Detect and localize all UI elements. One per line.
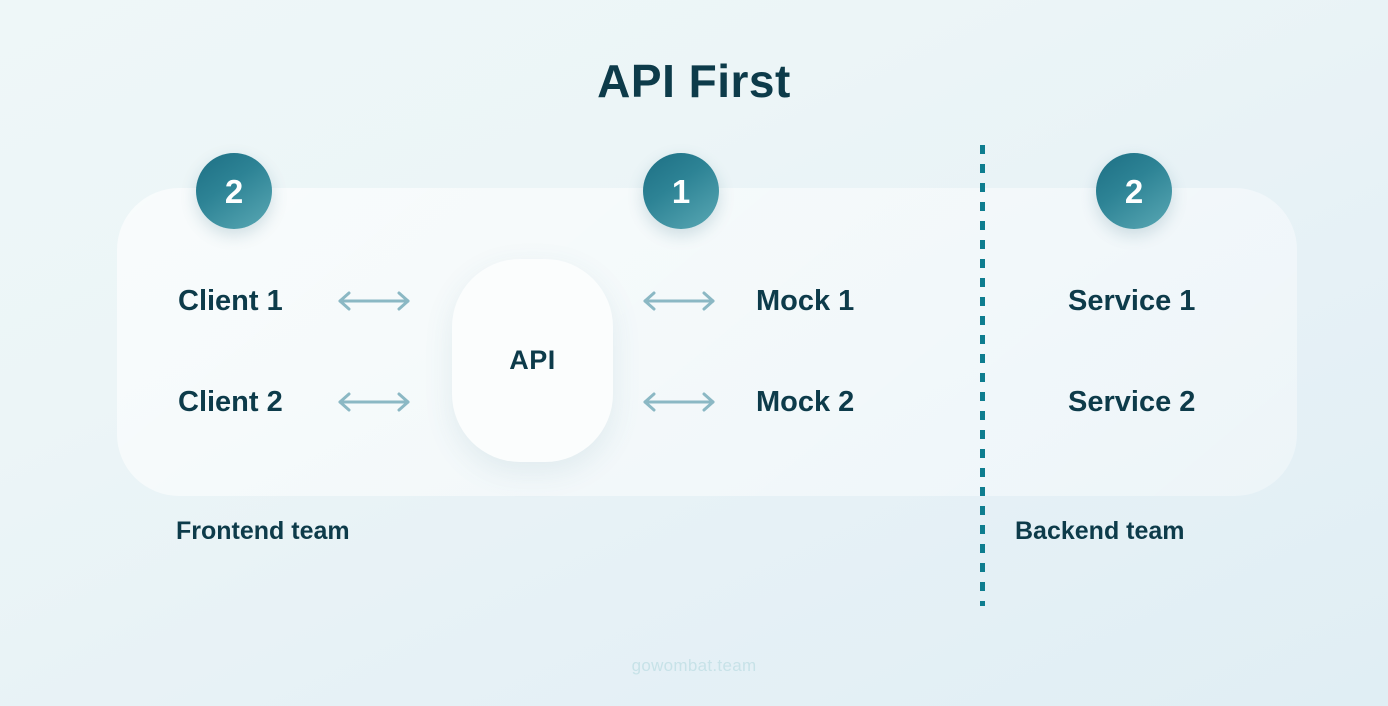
node-mock-1: Mock 1	[756, 285, 855, 317]
arrow-api-to-mock-2	[643, 392, 715, 412]
arrow-client-1-to-api	[338, 291, 410, 311]
node-service-2: Service 2	[1068, 386, 1196, 418]
api-box-label: API	[509, 345, 556, 375]
footer-watermark: gowombat.team	[631, 656, 757, 675]
node-mock-2: Mock 2	[756, 386, 855, 418]
badge-backend-step: 2	[1096, 153, 1172, 229]
node-service-1: Service 1	[1068, 285, 1196, 317]
node-client-1: Client 1	[178, 285, 283, 317]
badge-api-step: 1	[643, 153, 719, 229]
arrow-api-to-mock-1	[643, 291, 715, 311]
node-client-2: Client 2	[178, 386, 283, 418]
diagram-panel	[117, 188, 1297, 496]
team-divider	[980, 145, 985, 606]
page-title: API First	[597, 55, 791, 107]
api-box: API	[452, 259, 613, 462]
team-label-frontend: Frontend team	[176, 517, 350, 545]
team-label-backend: Backend team	[1015, 517, 1185, 545]
arrow-client-2-to-api	[338, 392, 410, 412]
badge-frontend-step: 2	[196, 153, 272, 229]
